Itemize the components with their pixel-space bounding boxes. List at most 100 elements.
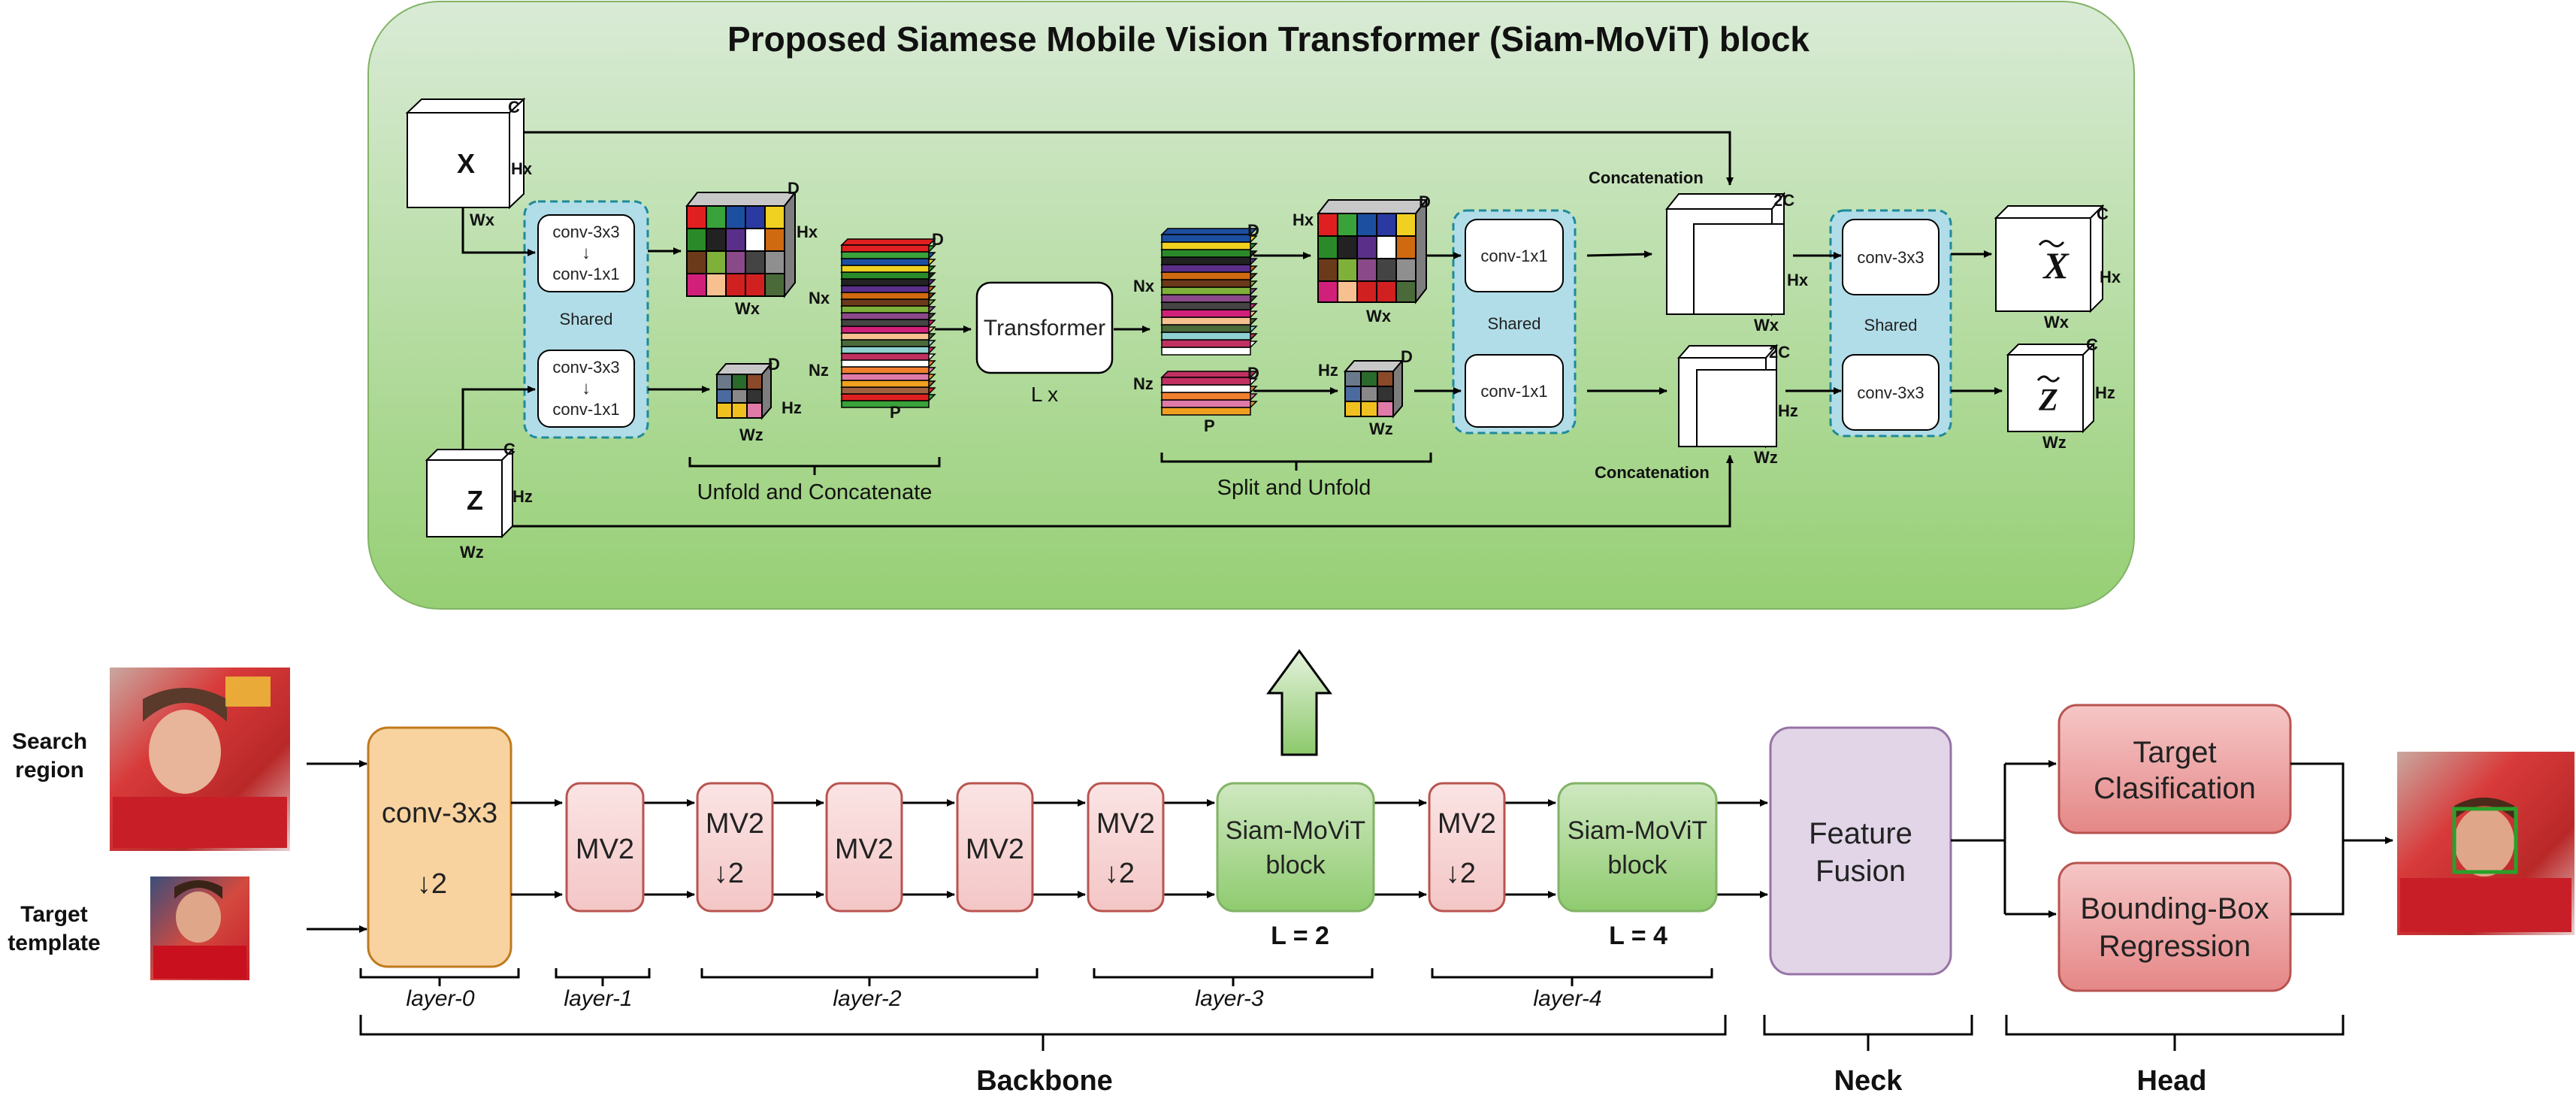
token-layer-face: [841, 339, 930, 347]
conv3x3-label: conv-3x3: [552, 223, 619, 241]
feature-fusion-label-2: Fusion: [1816, 855, 1906, 888]
token-layer: [1160, 371, 1258, 378]
target-cls-label-2: Clasification: [2094, 772, 2256, 805]
dim-2c: 2C: [1769, 343, 1790, 362]
z-feature-cube: D Hz Wz: [715, 355, 802, 444]
brace-split-unfold: [1160, 453, 1432, 471]
token-layer-face: [841, 292, 930, 300]
siam-block-label: Siam-MoViT: [1568, 816, 1707, 845]
token-layer-face: [841, 265, 930, 273]
dim-hz: Hz: [1318, 361, 1338, 380]
x-concat-cube: 2C Hx Wx Concatenation: [1589, 168, 1809, 335]
dim-nx: Nx: [809, 289, 830, 307]
brace-unfold-concat: [688, 457, 941, 475]
layer0-downsample-label: ↓2: [417, 868, 447, 900]
conv1x1-label: conv-1x1: [1480, 247, 1547, 265]
up-arrow-icon: [1266, 649, 1332, 756]
layer4-mv2-down-block: MV2 ↓2: [1428, 782, 1506, 913]
siam-block-label-2: block: [1607, 851, 1667, 880]
transformer-label: Transformer: [984, 316, 1105, 341]
token-layer-face: [841, 271, 930, 280]
layer2-mv2-block-b: MV2: [956, 782, 1034, 913]
mv2-downsample-label: ↓2: [1105, 858, 1135, 889]
token-layer-face: [1161, 324, 1251, 333]
token-layer-face: [1161, 241, 1251, 250]
conv3x3-label: conv-3x3: [1857, 248, 1924, 267]
conv-3x3-1x1-z: [537, 350, 635, 428]
token-layer-face: [841, 298, 930, 307]
tilde-icon: [2036, 375, 2060, 383]
split-unfold-label: Split and Unfold: [1217, 476, 1371, 500]
conv1x1-label: conv-1x1: [552, 265, 619, 283]
x-input-cube: X C Hx Wx: [405, 97, 533, 229]
dim-nz: Nz: [1133, 374, 1153, 393]
z-tilde-label: Z: [2038, 383, 2058, 418]
head-label: Head: [2137, 1065, 2207, 1097]
x-dim-wx: Wx: [470, 210, 495, 229]
z-unfolded-cube: D Hz Wz: [1318, 347, 1413, 438]
target-classification-block: Target Clasification: [2057, 704, 2292, 834]
concatenation-label-z: Concatenation: [1595, 463, 1710, 482]
token-layer-face: [841, 278, 930, 286]
feature-fusion-label: Feature: [1809, 817, 1912, 850]
dim-d: D: [788, 179, 800, 198]
conv-3x3-x: [1842, 219, 1940, 295]
down-arrow: ↓: [582, 243, 591, 263]
token-layer-face: [1161, 286, 1251, 295]
token-layer-face: [841, 380, 930, 388]
token-layer-face: [841, 332, 930, 341]
layer1-label: layer-1: [564, 986, 632, 1011]
dim-p: P: [890, 403, 901, 422]
concatenation-label-x: Concatenation: [1589, 168, 1704, 187]
search-region-image: [110, 668, 290, 851]
z-tilde-output-cube: Z C Hz Wz: [2006, 335, 2115, 452]
output-tracking-image: [2397, 752, 2574, 935]
token-layer-face: [1161, 271, 1251, 280]
layer3-label: layer-3: [1195, 986, 1263, 1011]
siam-block-label: Siam-MoViT: [1226, 816, 1365, 845]
conv1x1-label: conv-1x1: [1480, 382, 1547, 401]
token-layer-face: [1161, 294, 1251, 303]
x-tilde-output-cube: X C Hx Wx: [1994, 204, 2121, 332]
dim-wx: Wx: [1366, 307, 1392, 325]
mv2-downsample-label: ↓2: [714, 858, 744, 889]
backbone-label: Backbone: [976, 1065, 1113, 1097]
token-layer-face: [1161, 332, 1251, 341]
token-stack-x: [1160, 228, 1258, 356]
dim-hz: Hz: [1778, 401, 1798, 420]
layer1-mv2-block: MV2: [565, 782, 645, 913]
token-stack-z: [1160, 371, 1258, 416]
tracking-bounding-box: [2452, 807, 2518, 874]
token-layer-face: [1161, 279, 1251, 288]
siam-block-label-2: block: [1265, 851, 1326, 880]
feature-fusion-block: Feature Fusion: [1769, 726, 1952, 976]
shared-label-1: Shared: [560, 310, 613, 328]
unfold-concat-label: Unfold and Concatenate: [697, 480, 933, 504]
z-concat-cube: 2C Hz Wz Concatenation: [1595, 343, 1798, 482]
dim-wx: Wx: [1754, 316, 1779, 335]
mv2-label: MV2: [576, 834, 634, 865]
mv2-label: MV2: [835, 834, 893, 865]
token-layer-face: [1161, 234, 1251, 243]
layer3-siam-movit-block: Siam-MoViT block: [1216, 782, 1375, 913]
dim-p: P: [1204, 416, 1215, 435]
dim-c: C: [2086, 335, 2098, 354]
layer4-siam-movit-block: Siam-MoViT block: [1557, 782, 1718, 913]
layer0-conv-block: conv-3x3 ↓2: [367, 726, 512, 968]
token-layer-face: [1161, 339, 1251, 348]
x-dim-hx: Hx: [511, 159, 533, 178]
dim-hx: Hx: [2100, 268, 2121, 286]
conv3x3-label: conv-3x3: [1857, 383, 1924, 402]
mv2-label: MV2: [706, 808, 764, 840]
token-layer-face: [1161, 301, 1251, 310]
token-layer-face: [1161, 399, 1251, 408]
shared-label-3: Shared: [1864, 316, 1918, 335]
mv2-label: MV2: [1096, 808, 1155, 840]
transformer-box: [975, 281, 1114, 374]
layer2-mv2-block-a: MV2: [825, 782, 903, 913]
dim-2c: 2C: [1773, 191, 1794, 210]
token-layer-face: [841, 258, 930, 266]
conv-3x3-z: [1842, 354, 1940, 431]
dim-d: D: [1419, 192, 1431, 211]
dim-hz: Hz: [2095, 383, 2115, 402]
